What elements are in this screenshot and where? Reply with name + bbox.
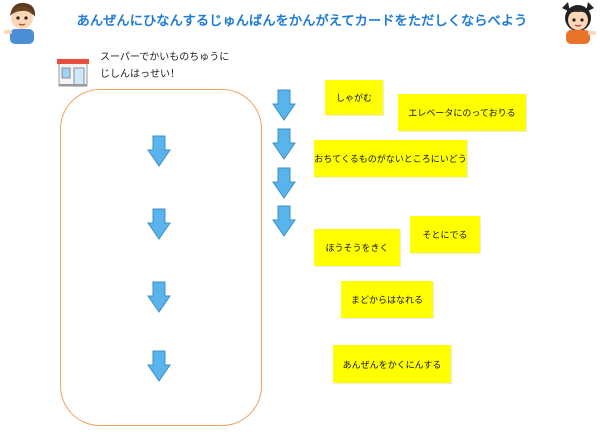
girl-character-icon <box>558 0 598 44</box>
card-elevator[interactable]: エレベータにのっておりる <box>398 94 526 131</box>
card-listen-announcement[interactable]: ほうそうをきく <box>314 229 400 266</box>
card-crouch[interactable]: しゃがむ <box>325 80 383 115</box>
scenario-text: スーパーでかいものちゅうに じしんはっせい！ <box>100 49 229 83</box>
draggable-down-arrow-icon[interactable] <box>272 167 296 199</box>
card-away-from-window[interactable]: まどからはなれる <box>341 281 433 318</box>
down-arrow-icon <box>147 350 171 382</box>
card-safe-place[interactable]: おちてくるものがないところにいどう <box>314 140 467 177</box>
down-arrow-icon <box>147 281 171 313</box>
card-check-safety[interactable]: あんぜんをかくにんする <box>333 345 451 383</box>
scenario-line-2: じしんはっせい！ <box>100 69 180 80</box>
draggable-down-arrow-icon[interactable] <box>272 89 296 121</box>
store-icon <box>56 52 90 88</box>
scenario-line-1: スーパーでかいものちゅうに <box>100 52 230 63</box>
page-title: あんぜんにひなんするじゅんばんをかんがえてカードをただしくならべよう <box>76 14 528 29</box>
boy-character-icon <box>2 0 42 44</box>
draggable-down-arrow-icon[interactable] <box>272 128 296 160</box>
draggable-down-arrow-icon[interactable] <box>272 205 296 237</box>
down-arrow-icon <box>147 208 171 240</box>
down-arrow-icon <box>147 135 171 167</box>
card-go-outside[interactable]: そとにでる <box>410 216 480 253</box>
